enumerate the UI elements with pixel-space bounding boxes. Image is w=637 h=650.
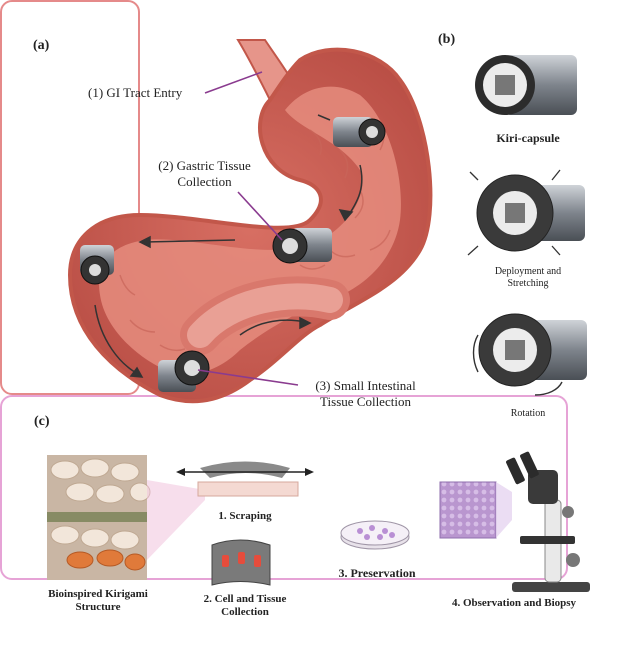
callout-gastric-line2: Collection bbox=[177, 174, 232, 189]
callout-gastric-line1: (2) Gastric Tissue bbox=[158, 158, 251, 173]
panel-label-a: (a) bbox=[33, 38, 50, 53]
caption-rotation: Rotation bbox=[510, 408, 546, 419]
kiri-capsule-deployed bbox=[467, 169, 585, 256]
caption-cell-collection: 2. Cell and Tissue Collection bbox=[190, 593, 300, 619]
capsule-gastric bbox=[272, 228, 332, 264]
scraping-illustration bbox=[176, 461, 314, 497]
caption-cell-line1: 2. Cell and Tissue bbox=[203, 593, 287, 605]
caption-bioinspired-line1: Bioinspired Kirigami bbox=[48, 588, 148, 600]
capsule-intestinal bbox=[158, 350, 210, 392]
caption-bioinspired-line2: Structure bbox=[75, 601, 121, 613]
callout-intestinal-collection: (3) Small Intestinal Tissue Collection bbox=[298, 378, 433, 410]
motion-arrows bbox=[94, 114, 363, 378]
caption-scraping: 1. Scraping bbox=[218, 510, 272, 522]
callout-gi-tract-entry: (1) GI Tract Entry bbox=[88, 85, 183, 100]
panel-label-b: (b) bbox=[438, 32, 456, 47]
caption-bioinspired: Bioinspired Kirigami Structure bbox=[38, 588, 158, 614]
caption-cell-line2: Collection bbox=[221, 606, 269, 618]
cell-collection-illustration bbox=[211, 539, 271, 586]
callout-gastric-collection: (2) Gastric Tissue Collection bbox=[132, 158, 277, 190]
capsule-duodenum bbox=[80, 245, 114, 285]
kiri-capsule-closed bbox=[475, 55, 577, 115]
callout-lines bbox=[197, 71, 299, 386]
caption-deployment-line1: Deployment and bbox=[494, 266, 562, 277]
caption-kiri-capsule: Kiri-capsule bbox=[496, 131, 560, 145]
callout-intestinal-line1: (3) Small Intestinal bbox=[315, 378, 416, 393]
caption-observation: 4. Observation and Biopsy bbox=[451, 597, 577, 609]
caption-deployment-line2: Stretching bbox=[507, 278, 549, 289]
caption-preservation: 3. Preservation bbox=[338, 566, 416, 580]
kiri-capsule-rotation bbox=[472, 313, 587, 396]
panel-b-frame bbox=[0, 0, 140, 395]
panel-label-c: (c) bbox=[34, 414, 50, 429]
caption-deployment: Deployment and Stretching bbox=[460, 266, 596, 290]
kirigami-photo bbox=[47, 455, 151, 580]
callout-intestinal-line2: Tissue Collection bbox=[320, 394, 411, 409]
zoom-highlight bbox=[147, 480, 205, 560]
panel-c-frame bbox=[0, 395, 568, 580]
microscope-icon bbox=[506, 451, 590, 592]
capsule-entry bbox=[333, 117, 386, 147]
petri-dish-icon bbox=[340, 520, 410, 550]
biopsy-sample-texture bbox=[439, 481, 512, 539]
